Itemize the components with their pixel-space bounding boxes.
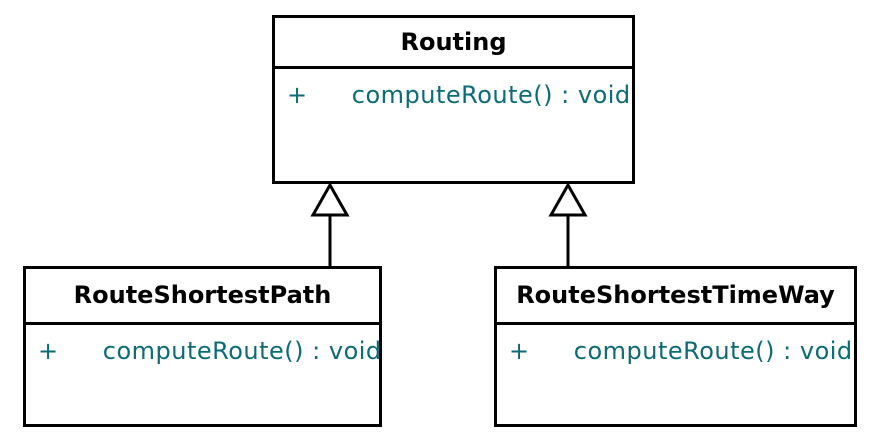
- class-name: RouteShortestPath: [26, 269, 379, 325]
- class-members: + computeRoute() : void: [26, 325, 382, 368]
- method-row: + computeRoute() : void: [287, 78, 632, 112]
- class-box-routeshortestpath: RouteShortestPath + computeRoute() : voi…: [23, 266, 382, 427]
- class-members: + computeRoute() : void: [275, 69, 632, 112]
- class-box-routing: Routing + computeRoute() : void: [272, 15, 635, 184]
- method-visibility: +: [509, 337, 530, 365]
- class-name: RouteShortestTimeWay: [497, 269, 854, 325]
- class-box-routeshortesttimeway: RouteShortestTimeWay + computeRoute() : …: [494, 266, 857, 427]
- generalization-arrow-left: [310, 181, 350, 268]
- method-visibility: +: [287, 81, 308, 109]
- method-row: + computeRoute() : void: [38, 334, 382, 368]
- method-signature: computeRoute() : void: [351, 81, 631, 109]
- method-visibility: +: [38, 337, 59, 365]
- method-signature: computeRoute() : void: [573, 337, 853, 365]
- method-row: + computeRoute() : void: [509, 334, 854, 368]
- method-signature: computeRoute() : void: [102, 337, 382, 365]
- class-name: Routing: [275, 18, 632, 69]
- generalization-arrow-right: [548, 181, 588, 268]
- class-members: + computeRoute() : void: [497, 325, 854, 368]
- hollow-triangle-icon: [310, 181, 350, 217]
- hollow-triangle-icon: [548, 181, 588, 217]
